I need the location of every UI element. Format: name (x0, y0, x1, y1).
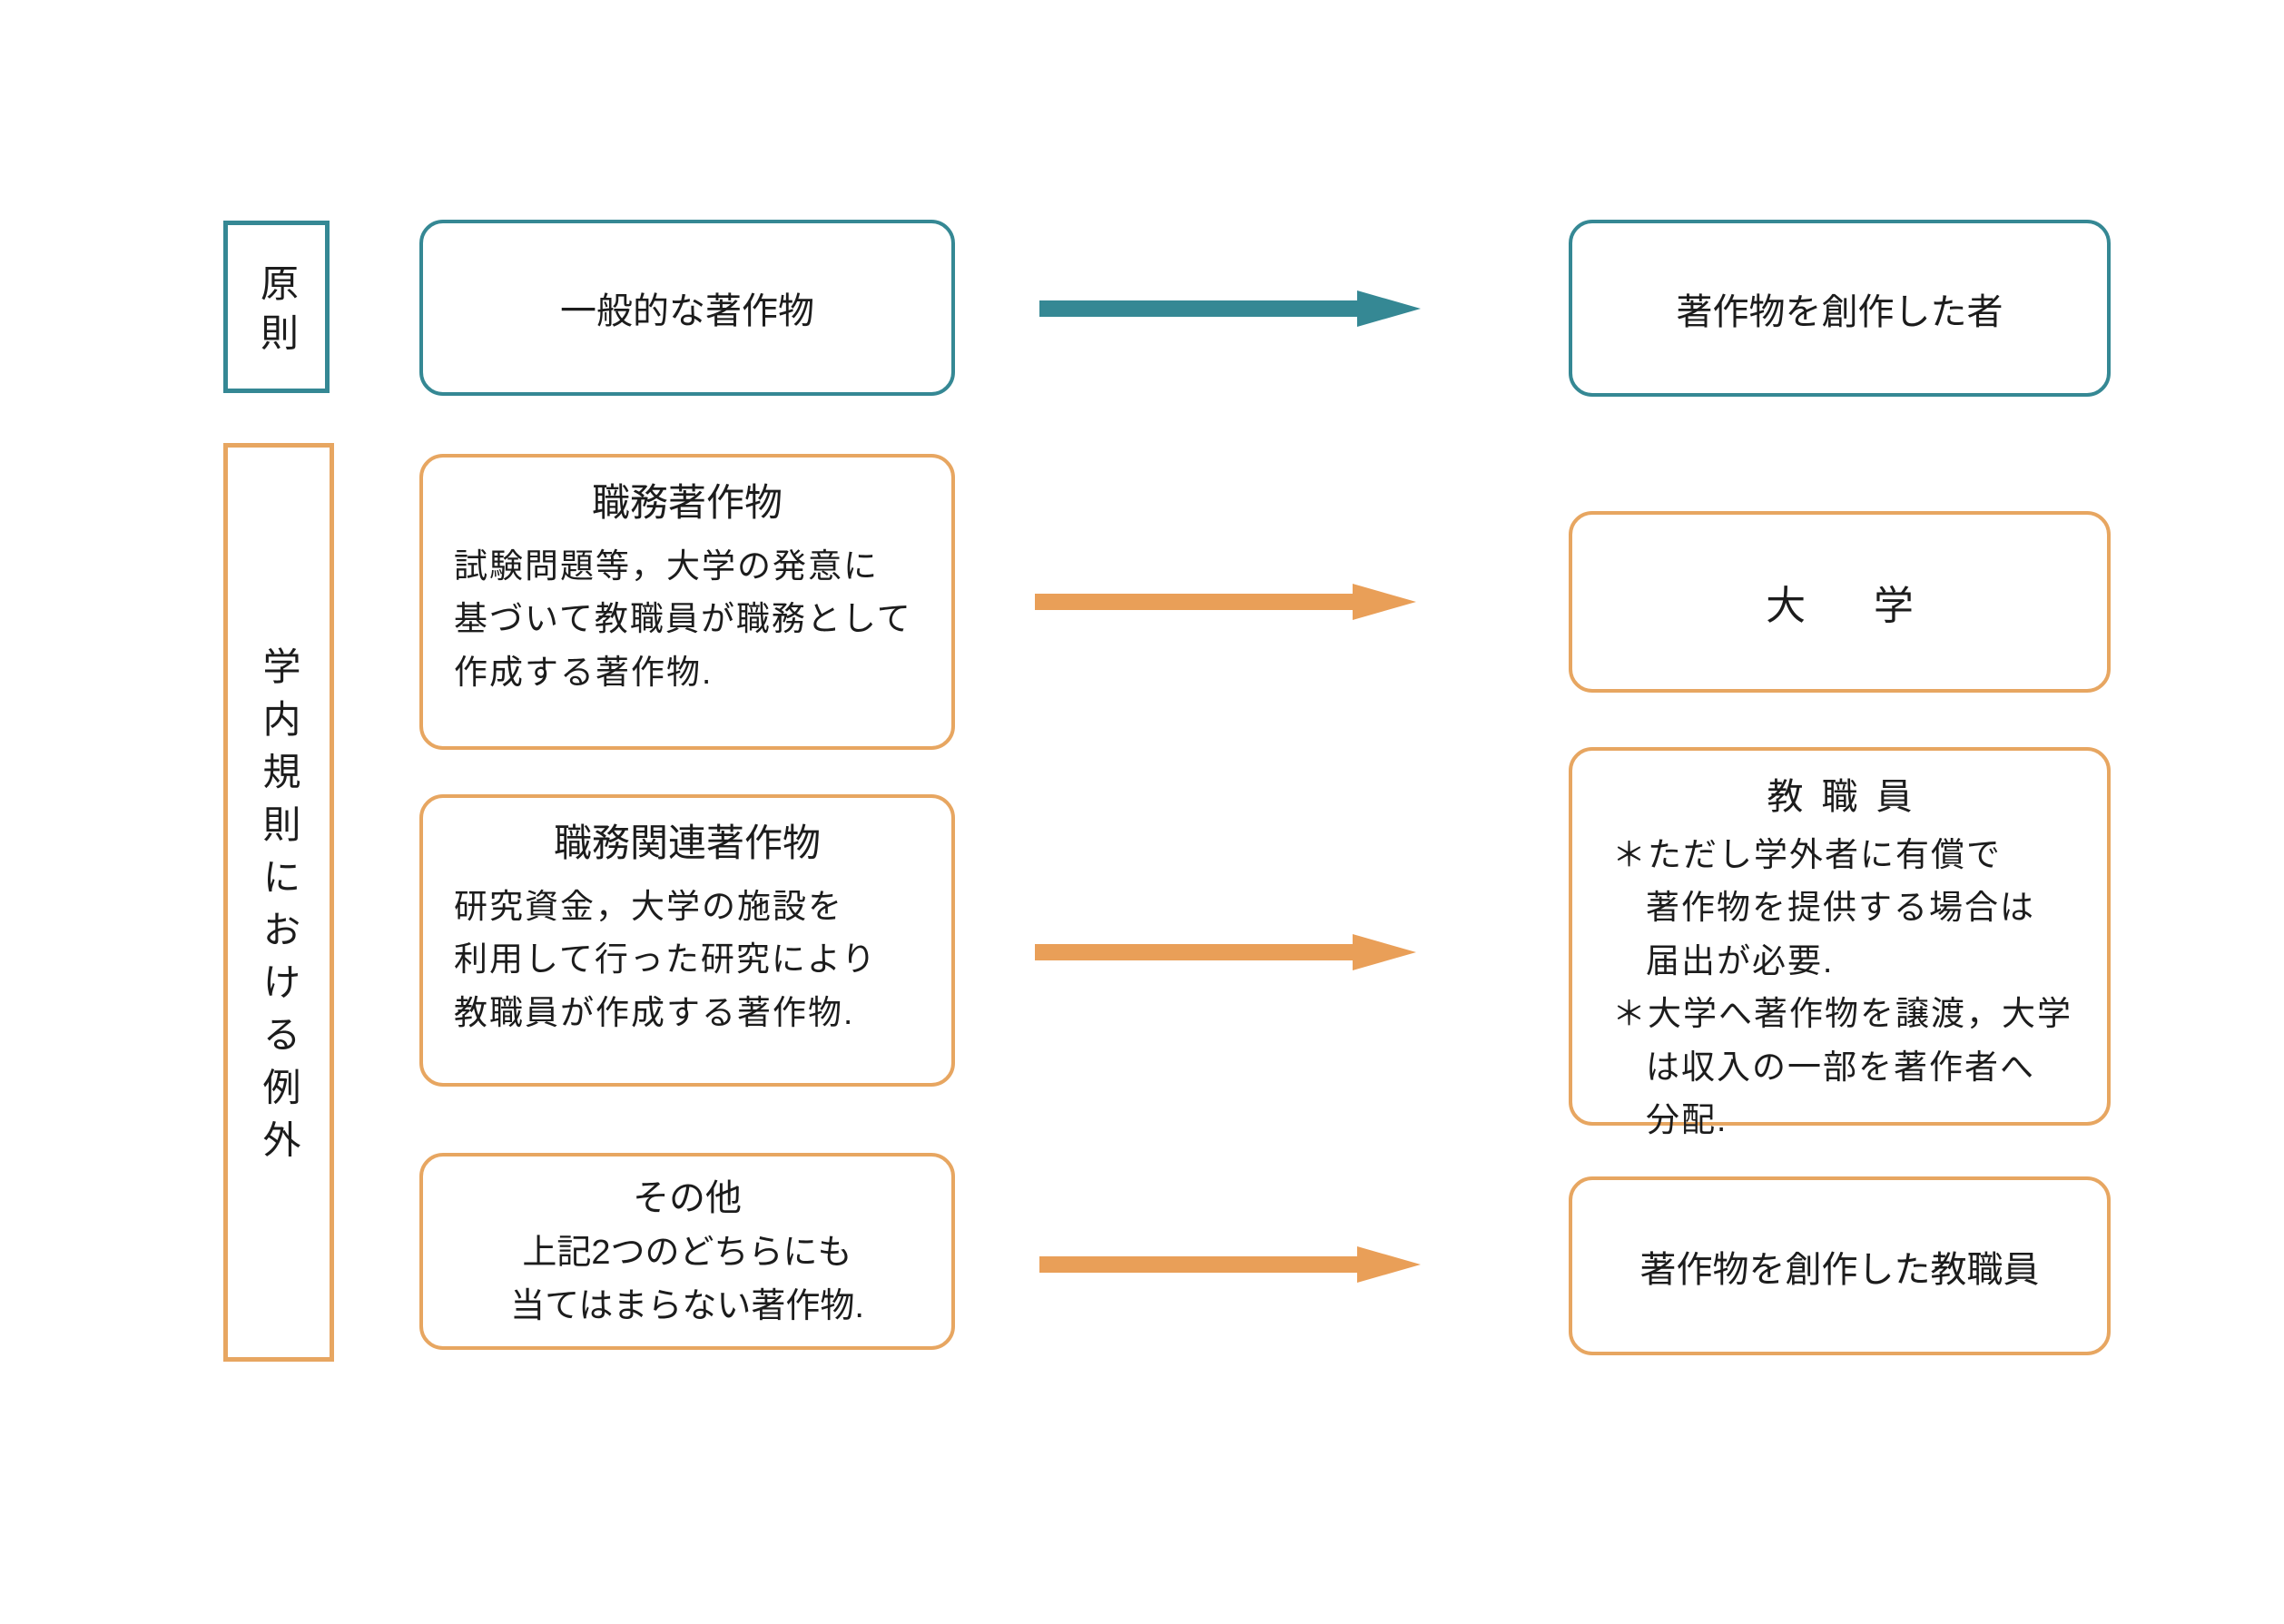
staff-creator-label: 著作物を創作した教職員 (1639, 1249, 2040, 1290)
creator-box: 著作物を創作した者 (1569, 220, 2111, 397)
job-related-arrow (1035, 934, 1416, 970)
job-related-line2: 利用して行った研究により (454, 940, 878, 979)
exception-row-label-box: 学内規則における例外 (223, 443, 334, 1362)
university-box: 大学 (1569, 511, 2111, 693)
other-work-box: その他 上記2つのどちらにも 当てはまらない著作物. (419, 1153, 955, 1350)
university-label: 大学 (1766, 584, 1982, 628)
creator-label: 著作物を創作した者 (1676, 291, 2003, 332)
staff-box: 教職員 ＊ただし学外者に有償で 著作物を提供する場合は 届出が必要. ＊大学へ著… (1569, 747, 2111, 1138)
job-related-line1: 研究資金，大学の施設を (454, 888, 843, 925)
asterisk-marker: ＊ (1612, 836, 1648, 873)
staff-note1-text1: ただし学外者に有償で (1648, 836, 2002, 873)
general-work-box: 一般的な著作物 (419, 220, 955, 396)
job-work-description: 試験問題等，大学の発意に 基づいて教職員が職務として 作成する著作物. (423, 540, 951, 699)
exception-row-label: 学内規則における例外 (258, 646, 300, 1173)
job-work-title: 職務著作物 (591, 481, 783, 524)
principle-row-label: 原則 (255, 262, 299, 362)
general-work-label: 一般的な著作物 (560, 291, 814, 331)
job-work-box: 職務著作物 試験問題等，大学の発意に 基づいて教職員が職務として 作成する著作物… (419, 454, 955, 750)
staff-note2-text1: 大学へ著作物を譲渡，大学 (1648, 995, 2072, 1033)
principle-arrow (1039, 290, 1421, 327)
other-arrow (1039, 1246, 1421, 1283)
staff-title: 教職員 (1767, 777, 1931, 817)
other-work-description: その他 上記2つのどちらにも 当てはまらない著作物. (510, 1170, 864, 1334)
job-related-line3: 教職員が作成する著作物. (454, 993, 855, 1031)
staff-note1-line3: 届出が必要. (1646, 941, 1835, 979)
job-work-arrow (1035, 584, 1416, 620)
principle-row-label-box: 原則 (223, 221, 330, 393)
staff-notes: ＊ただし学外者に有償で 著作物を提供する場合は 届出が必要. ＊大学へ著作物を譲… (1572, 829, 2107, 1147)
asterisk-marker: ＊ (1612, 995, 1648, 1033)
job-related-work-box: 職務関連著作物 研究資金，大学の施設を 利用して行った研究により 教職員が作成す… (419, 794, 955, 1087)
staff-note2-line2: は収入の一部を著作者へ (1646, 1048, 2035, 1086)
staff-creator-box: 著作物を創作した教職員 (1569, 1176, 2111, 1355)
other-line2: 当てはまらない著作物. (510, 1286, 864, 1325)
staff-note1-line1: ＊ただし学外者に有償で (1612, 829, 2082, 881)
other-line1: 上記2つのどちらにも (522, 1233, 852, 1272)
other-work-title: その他 (633, 1177, 742, 1218)
job-work-line1: 試験問題等，大学の発意に (454, 547, 879, 585)
staff-note2-line1: ＊大学へ著作物を譲渡，大学 (1612, 988, 2082, 1040)
job-work-line2: 基づいて教職員が職務として (454, 600, 912, 638)
staff-note1-line2: 著作物を提供する場合は (1646, 889, 2035, 927)
job-related-work-description: 研究資金，大学の施設を 利用して行った研究により 教職員が作成する著作物. (423, 881, 951, 1039)
job-work-line3: 作成する著作物. (454, 653, 714, 691)
job-related-work-title: 職務関連著作物 (553, 822, 821, 864)
staff-note2-line3: 分配. (1646, 1101, 1728, 1139)
